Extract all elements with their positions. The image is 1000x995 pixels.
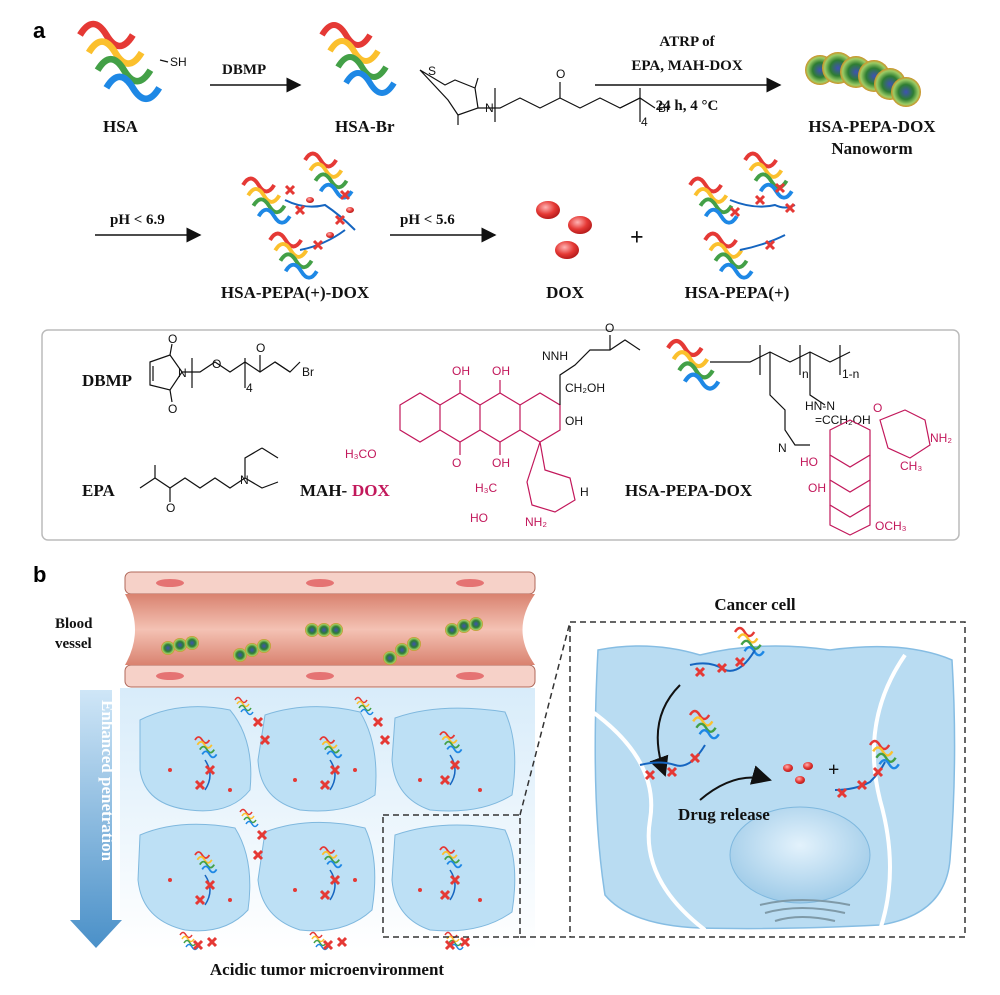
epa-n: N — [240, 473, 249, 487]
dox-label: DOX — [546, 283, 585, 302]
vessel-nanoworms — [161, 617, 483, 665]
mah-ch3: H₃C — [475, 481, 498, 495]
epa-o: O — [166, 501, 175, 515]
mah-dox-label: DOX — [352, 481, 391, 500]
mah-o-1: O — [452, 456, 461, 470]
hsa-pepa-dox-red-structure — [829, 409, 931, 536]
hsa-pepa-cch2oh: =CCH₂OH — [815, 413, 871, 427]
penetration-label: Enhanced penetration — [98, 700, 117, 862]
atrp-arrow-label-2: EPA, MAH-DOX — [631, 58, 743, 74]
hsa-pepa-dox-structure-label: HSA-PEPA-DOX — [625, 481, 753, 500]
hsa-pepa-plus-dox-icon — [241, 151, 356, 280]
atrp-arrow-label-3: 24 h, 4 °C — [656, 98, 719, 114]
hsa-pepa-hnn: HN-N — [805, 399, 835, 413]
mah-h: H — [580, 485, 589, 499]
nitrogen-label: N — [485, 101, 494, 115]
dbmp-o-bottom: O — [168, 402, 177, 416]
hsa-pepa-plus-icon — [688, 151, 796, 280]
tumor-cell-contents — [168, 696, 482, 951]
sulfur-label: S — [428, 64, 436, 78]
mah-h3co: H₃CO — [345, 447, 377, 461]
epa-structure-label: EPA — [82, 481, 115, 500]
cancer-cell-endosome-polymer — [639, 709, 720, 781]
dbmp-structure-label: DBMP — [82, 371, 132, 390]
endoplasmic-reticulum — [759, 899, 851, 922]
blood-vessel-label-2: vessel — [55, 636, 92, 652]
sh-group-label: SH — [170, 55, 187, 69]
hsa-pepa-ho: HO — [800, 455, 818, 469]
released-dox — [783, 762, 813, 784]
mah-nnh: NNH — [542, 349, 568, 363]
plus-sign: + — [630, 225, 644, 251]
hsabr-label: HSA-Br — [335, 117, 395, 136]
nanoworm-product-label-2: Nanoworm — [831, 139, 912, 158]
dbmp-structure — [149, 343, 301, 403]
hsa-protein-icon — [80, 24, 159, 99]
dbmp-sub4: 4 — [246, 381, 253, 395]
hsa-label: HSA — [103, 117, 139, 136]
hsabr-linker-structure — [419, 69, 656, 125]
ph56-arrow-label: pH < 5.6 — [400, 212, 455, 228]
hsa-pepa-nh2: NH₂ — [930, 431, 952, 445]
cancer-cell-entry-polymer — [689, 626, 765, 678]
hsa-pepa-1mn-sub: 1-n — [842, 367, 859, 381]
zoom-plus-sign: + — [828, 759, 839, 781]
dox-molecules-icon — [536, 201, 592, 259]
ph69-arrow-label: pH < 6.9 — [110, 212, 165, 228]
structures-box — [41, 329, 960, 541]
carbonyl-o-label: O — [556, 67, 565, 81]
cancer-cell-label: Cancer cell — [714, 595, 796, 614]
mah-oh-right: OH — [565, 414, 583, 428]
mah-nh2: NH₂ — [525, 515, 547, 529]
repeat-subscript: 4 — [641, 115, 648, 129]
dbmp-arrow-label: DBMP — [222, 62, 266, 78]
mah-dox-structure — [399, 380, 576, 513]
internalization-arrow — [649, 684, 681, 777]
panel-a-label: a — [33, 18, 46, 43]
dbmp-o-chain: O — [212, 357, 221, 371]
hsa-pepa-och3: OCH₃ — [875, 519, 907, 533]
drug-release-label: Drug release — [678, 805, 770, 824]
nanoworm-product-label-1: HSA-PEPA-DOX — [808, 117, 936, 136]
hsa-pepa-plus-label: HSA-PEPA(+) — [685, 283, 790, 302]
bromine-label: Br — [658, 101, 670, 115]
epa-structure — [139, 447, 279, 502]
mah-oh-1: OH — [452, 364, 470, 378]
mah-oh-2: OH — [492, 364, 510, 378]
zoom-panel — [569, 621, 966, 938]
tumor-cells — [137, 706, 516, 932]
mah-oh-3: OH — [492, 456, 510, 470]
nanoworm-icon — [805, 52, 921, 107]
hsa-pepa-ch3: CH₃ — [900, 459, 922, 473]
blood-vessel-label-1: Blood — [55, 616, 93, 632]
hsa-pepa-dox-structure — [710, 345, 851, 446]
drug-release-arrow — [699, 765, 772, 801]
hsabr-protein-icon — [322, 25, 394, 93]
mah-ho: HO — [470, 511, 488, 525]
atrp-arrow-label-1: ATRP of — [659, 34, 715, 50]
dbmp-o-carbonyl: O — [256, 341, 265, 355]
dbmp-n: N — [178, 366, 187, 380]
hsa-pepa-n: N — [778, 441, 787, 455]
mah-prefix-label: MAH- — [300, 481, 348, 500]
hsa-pepa-oh: OH — [808, 481, 826, 495]
microenvironment-label: Acidic tumor microenvironment — [210, 960, 445, 979]
hsa-pepa-o: O — [873, 401, 882, 415]
mah-ch2oh: CH₂OH — [565, 381, 605, 395]
mah-o: O — [605, 321, 614, 335]
mah-hydrazone-linker — [559, 335, 641, 405]
hsa-pepa-n-sub: n — [802, 367, 809, 381]
penetration-arrow — [70, 690, 122, 948]
dbmp-br: Br — [302, 365, 314, 379]
dbmp-o-top: O — [168, 332, 177, 346]
hsa-pepa-plus-dox-label: HSA-PEPA(+)-DOX — [221, 283, 370, 302]
panel-b-label: b — [33, 562, 46, 587]
released-polymer — [834, 739, 900, 799]
nucleus — [729, 806, 871, 904]
